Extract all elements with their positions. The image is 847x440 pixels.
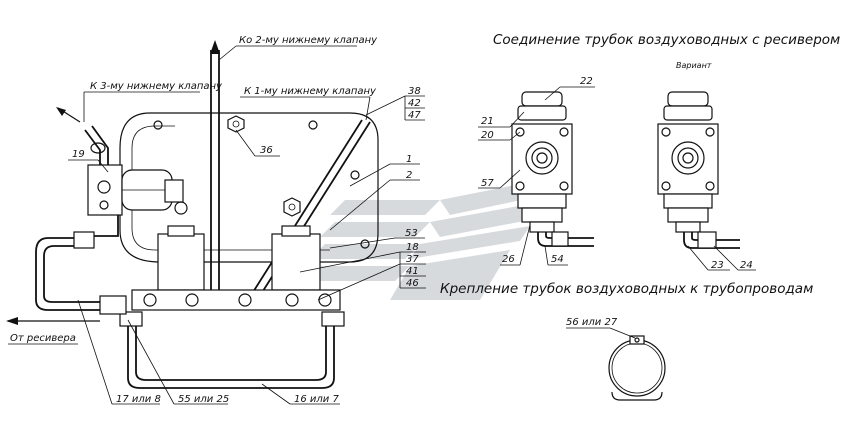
callout-54: 54 <box>551 254 564 265</box>
valve-cylinder-right <box>271 233 321 291</box>
callout-46: 46 <box>406 278 419 289</box>
fitting-right <box>321 311 345 327</box>
bottom-manifold <box>131 289 341 311</box>
arrow-up <box>210 40 220 54</box>
connector <box>164 179 184 203</box>
label-from-receiver: От ресивера <box>10 333 76 344</box>
callout-22: 22 <box>580 76 593 87</box>
watermark-logo <box>300 180 545 300</box>
callout-53: 53 <box>405 228 418 239</box>
fitting-upper-left <box>73 231 95 249</box>
callout-37: 37 <box>406 254 419 265</box>
label-variant: Вариант <box>676 61 712 70</box>
callout-20: 20 <box>481 130 494 141</box>
bolt-head <box>227 115 245 133</box>
callout-24: 24 <box>740 260 753 271</box>
callout-17-8: 17 или 8 <box>116 394 161 405</box>
mounting-hole <box>360 239 370 249</box>
callout-16-7: 16 или 7 <box>294 394 339 405</box>
label-to-valve-2: Ко 2-му нижнему клапану <box>239 35 378 46</box>
callout-23: 23 <box>711 260 724 271</box>
callout-21: 21 <box>481 116 494 127</box>
fitting-block-variant <box>657 123 719 195</box>
callout-38: 38 <box>408 86 421 97</box>
connection-view-main <box>511 91 594 247</box>
callout-18: 18 <box>406 242 419 253</box>
mounting-hole <box>153 120 163 130</box>
callout-57: 57 <box>481 178 494 189</box>
callout-36: 36 <box>260 145 273 156</box>
fitting-block <box>511 123 573 195</box>
receiver-panel-assembly <box>6 40 379 389</box>
mounting-hole <box>308 120 318 130</box>
plate-inner-contour <box>131 148 330 251</box>
title-connection: Соединение трубок воздуховодных с ресиве… <box>493 32 840 48</box>
bolt-head <box>283 197 301 217</box>
callout-19: 19 <box>72 149 85 160</box>
valve-block-19 <box>87 164 123 216</box>
callout-1: 1 <box>406 154 412 165</box>
connection-view-variant <box>657 91 740 249</box>
mounting-plate <box>119 112 379 263</box>
callout-47: 47 <box>408 110 421 121</box>
callout-2: 2 <box>406 170 412 181</box>
callout-42: 42 <box>408 98 421 109</box>
callout-56-27: 56 или 27 <box>566 317 618 328</box>
title-mounting: Крепление трубок воздуховодных к трубопр… <box>440 281 813 297</box>
fitting-lower-left <box>99 295 127 315</box>
callout-41: 41 <box>406 266 419 277</box>
callout-26: 26 <box>502 254 515 265</box>
mounting-hole <box>350 170 360 180</box>
callout-55-25: 55 или 25 <box>178 394 229 405</box>
valve-cylinder-left <box>157 233 205 291</box>
label-to-valve-3: К 3-му нижнему клапану <box>90 81 223 92</box>
label-to-valve-1: К 1-му нижнему клапану <box>244 86 377 97</box>
leader-lines-left <box>8 45 426 405</box>
leader-lines-right <box>478 86 756 271</box>
pipe-clamp-view <box>566 327 666 401</box>
labels: Ко 2-му нижнему клапану К 3-му нижнему к… <box>10 32 840 405</box>
